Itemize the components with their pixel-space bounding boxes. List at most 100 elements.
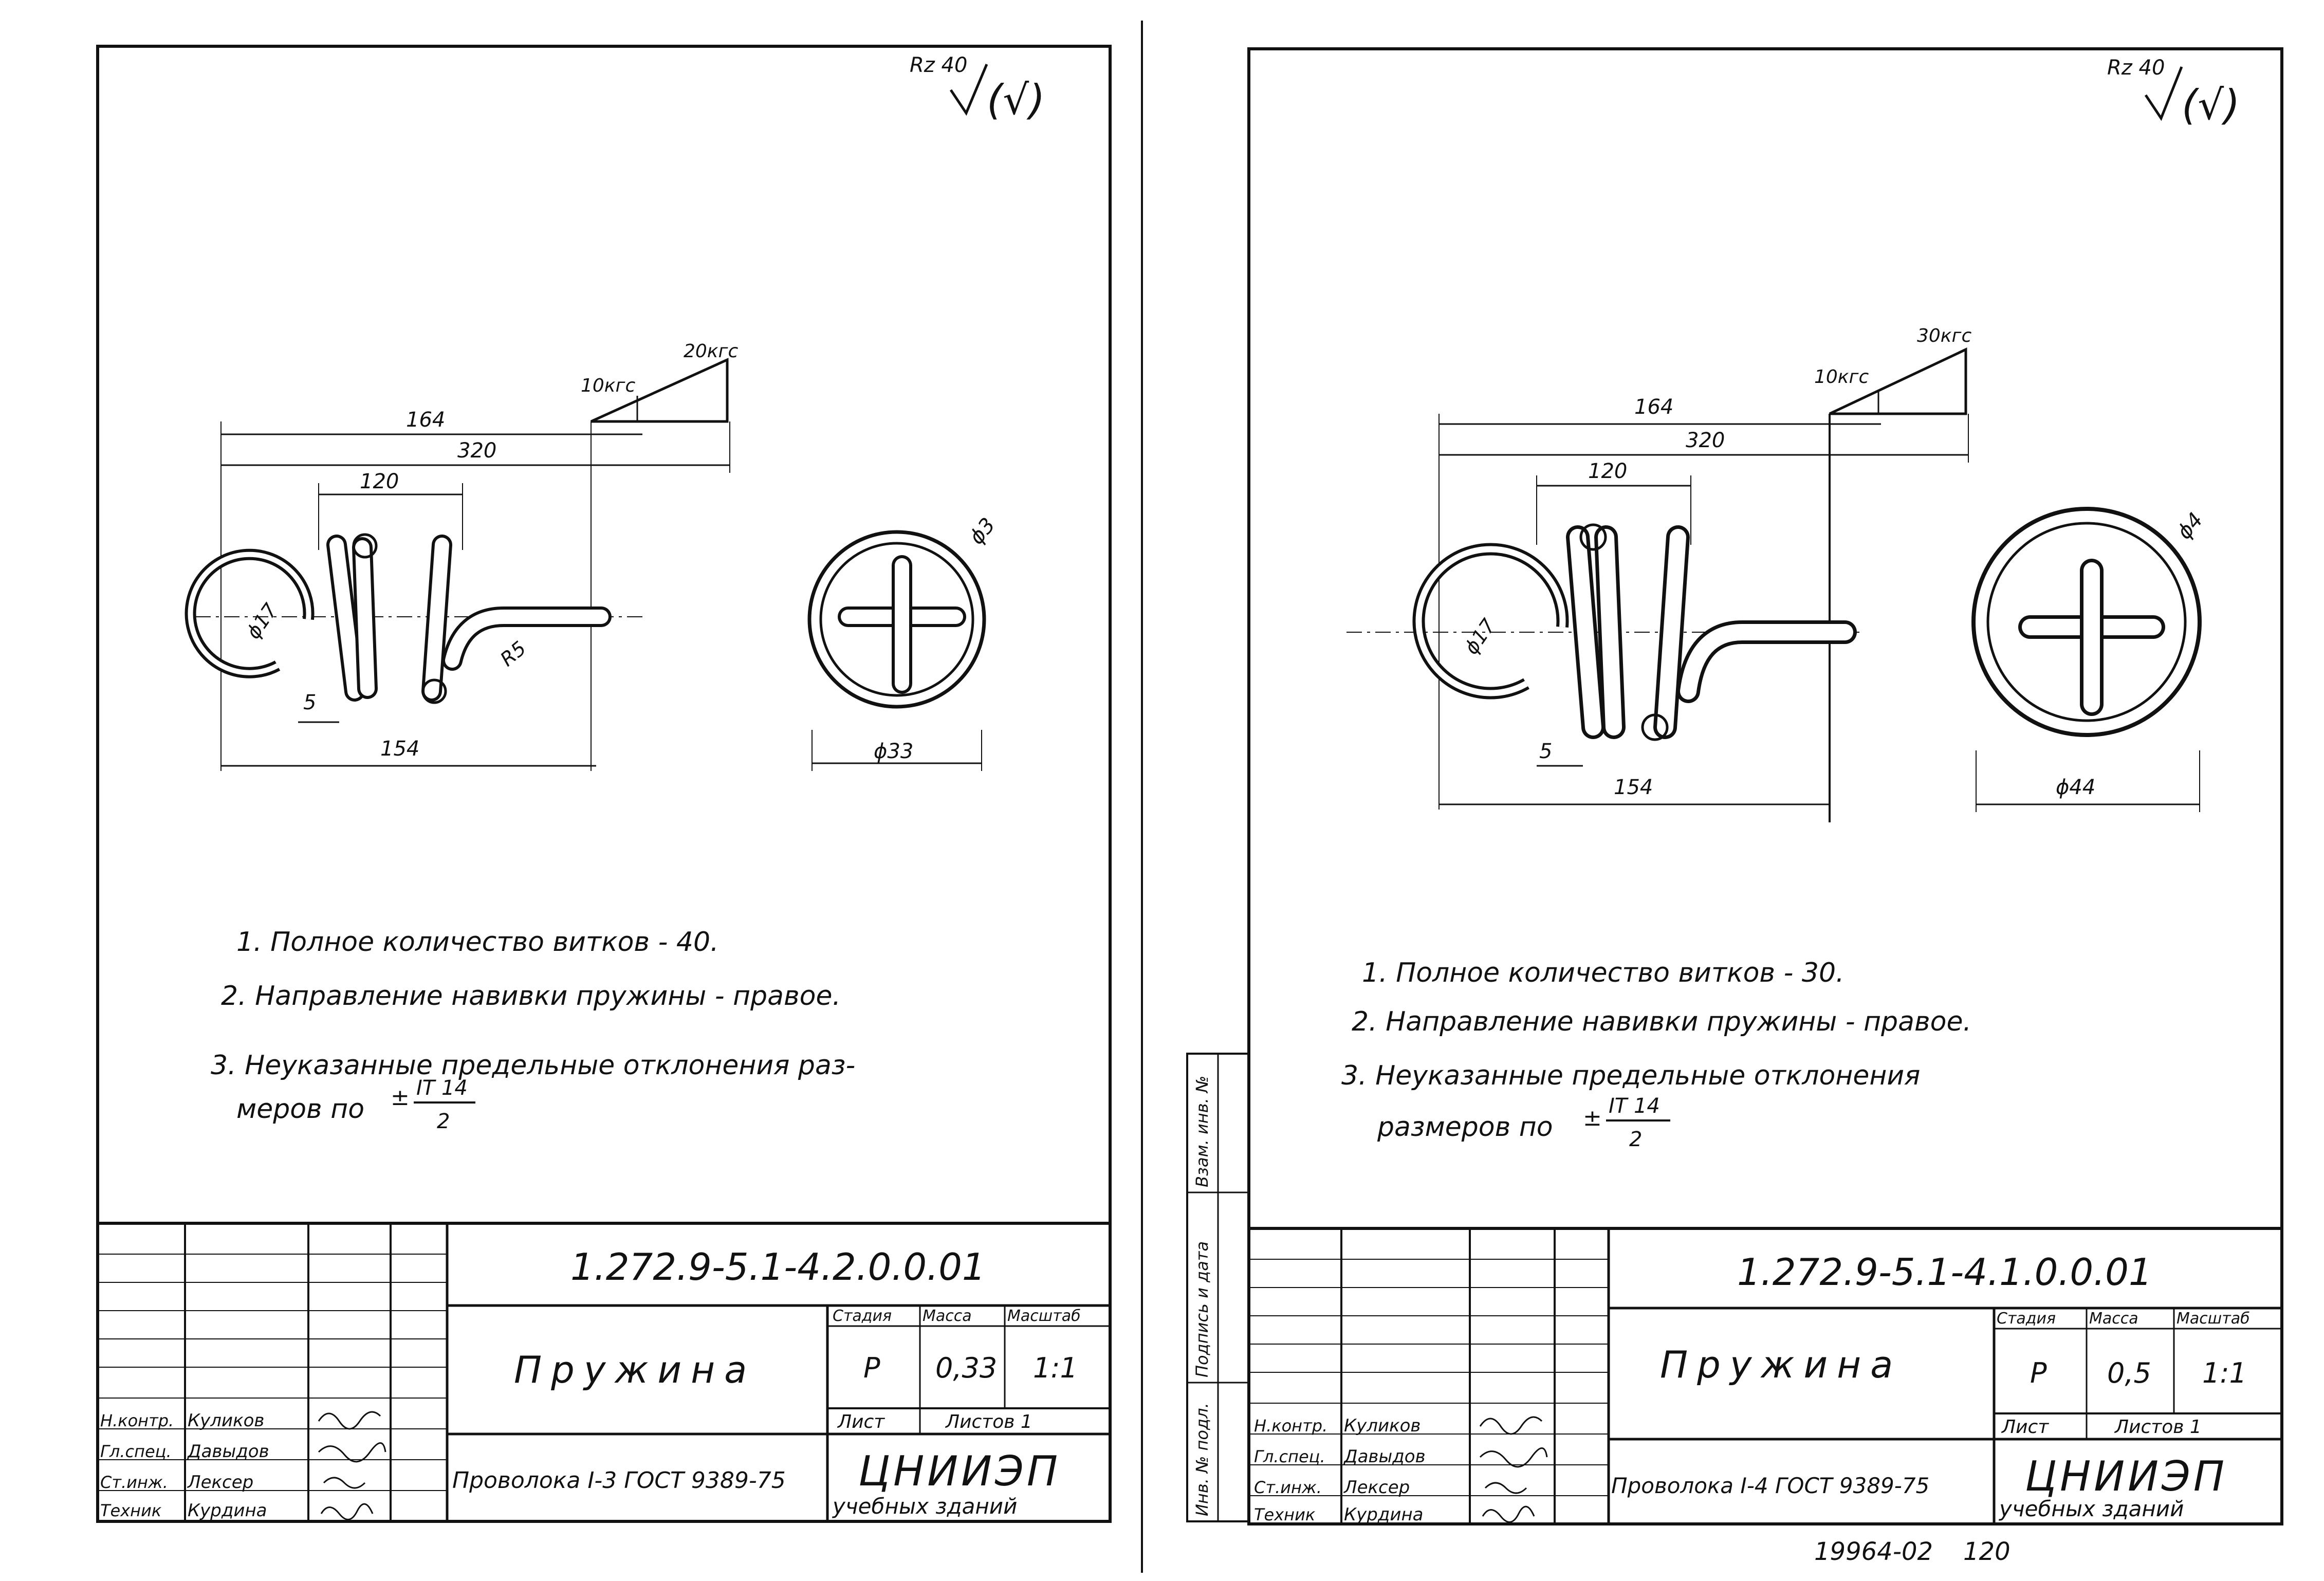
tol-num-right: IT 14: [1609, 1094, 1660, 1118]
svg-text:(√): (√): [2182, 81, 2240, 129]
stamp-signature-date: Подпись и дата: [1192, 1241, 1212, 1377]
mass-value-right: 0,5: [2107, 1357, 2151, 1389]
org-sub-right: учебных зданий: [1998, 1496, 2184, 1521]
dim-164-right: 164: [1634, 395, 1673, 419]
col-stage-right: Стадия: [1997, 1310, 2056, 1328]
staff-name-4: Курдина: [188, 1500, 267, 1521]
col-scale: Масштаб: [1007, 1307, 1081, 1325]
tol-plusminus: ±: [391, 1084, 410, 1111]
side-stamps: Инв. № подл. Подпись и дата Взам. инв. №: [1186, 1053, 1250, 1522]
spring-end-view: ϕ33 ϕ3: [807, 513, 1000, 771]
staff-role-2: Гл.спец.: [100, 1442, 172, 1461]
part-name-right: Пружина: [1660, 1343, 1902, 1386]
col-stage: Стадия: [833, 1307, 892, 1325]
dim-outer-diameter: ϕ33: [874, 740, 913, 763]
signature-1-right: [1479, 1416, 1543, 1435]
spring-side-view: ϕ17 R5: [185, 533, 612, 704]
dim-inner-diameter: ϕ17: [242, 599, 282, 643]
staff-name-2: Давыдов: [187, 1441, 269, 1462]
staff-role-1-right: Н.контр.: [1254, 1416, 1327, 1436]
dim-wire-diameter-right: ϕ4: [2172, 508, 2208, 544]
roughness-mark-right: Rz 40 (√): [2107, 56, 2240, 129]
signature-2-right: [1479, 1447, 1548, 1468]
signature-4: [320, 1503, 374, 1520]
force-diagram: 10кгс 20кгс: [581, 341, 738, 423]
signature-1: [318, 1411, 381, 1430]
force-max-label-right: 30кгс: [1917, 325, 1971, 346]
staff-name-2-right: Давыдов: [1343, 1446, 1426, 1467]
dim-5: 5: [303, 691, 316, 714]
signature-3-right: [1484, 1482, 1527, 1494]
designation-right: 1.272.9-5.1-4.1.0.0.01: [1737, 1251, 2152, 1294]
force-diagram-right: 10кгс 30кгс: [1814, 325, 1971, 415]
org-name: ЦНИИЭП: [858, 1447, 1061, 1495]
dim-inner-diameter-right: ϕ17: [1460, 615, 1500, 658]
staff-name-1-right: Куликов: [1344, 1415, 1421, 1436]
signature-2: [318, 1442, 386, 1463]
roughness-label-right: Rz 40: [2107, 56, 2165, 80]
dim-5-right: 5: [1539, 740, 1552, 763]
sheet-left-frame: [96, 45, 1112, 1523]
tol-den-right: 2: [1629, 1128, 1642, 1151]
note-3-right: 3. Неуказанные предельные отклонения: [1341, 1060, 1920, 1091]
col-scale-right: Масштаб: [2177, 1310, 2250, 1328]
note-3-cont-right: размеров по: [1377, 1112, 1553, 1143]
dim-120: 120: [360, 470, 399, 493]
sheet-right: Инв. № подл. Подпись и дата Взам. инв. №…: [1186, 47, 2283, 1566]
sheet-right-frame: [1247, 47, 2283, 1525]
force-min-label: 10кгс: [581, 375, 635, 396]
staff-role-3: Ст.инж.: [100, 1473, 168, 1492]
staff-role-4-right: Техник: [1254, 1505, 1316, 1524]
tol-plusminus-right: ±: [1583, 1105, 1602, 1131]
footer-number: 19964-02: [1814, 1537, 1933, 1566]
signature-3: [323, 1477, 366, 1489]
col-mass-right: Масса: [2089, 1310, 2138, 1328]
dim-154-right: 154: [1614, 776, 1653, 799]
tol-num: IT 14: [416, 1076, 468, 1100]
dim-320: 320: [457, 439, 496, 463]
mass-value: 0,33: [935, 1352, 997, 1384]
notes-right: 1. Полное количество витков - 30. 2. Нап…: [1341, 958, 1971, 1151]
dimension-lines-right: 164 320 120 5 154: [1347, 395, 1969, 822]
roughness-label: Rz 40: [910, 53, 967, 77]
note-3: 3. Неуказанные предельные отклонения раз…: [211, 1050, 855, 1081]
signature-4-right: [1482, 1505, 1535, 1523]
spring-end-view-right: ϕ44 ϕ4: [1971, 507, 2208, 812]
staff-name-3-right: Лексер: [1343, 1477, 1410, 1498]
staff-name-1: Куликов: [188, 1410, 264, 1431]
title-block-right: 1.272.9-5.1-4.1.0.0.01 Пружина Стадия Ма…: [1249, 1227, 2282, 1525]
scale-value-right: 1:1: [2202, 1357, 2247, 1389]
sheet-label: Лист: [837, 1411, 885, 1432]
dim-164: 164: [406, 408, 445, 432]
staff-name-3: Лексер: [187, 1472, 253, 1493]
org-sub: учебных зданий: [832, 1494, 1017, 1519]
scale-value: 1:1: [1033, 1352, 1078, 1384]
svg-text:(√): (√): [987, 76, 1045, 124]
sheet-label-right: Лист: [2001, 1417, 2049, 1438]
stamp-inv-no: Инв. № подл.: [1192, 1403, 1212, 1516]
footer-page: 120: [1963, 1537, 2011, 1566]
title-block: 1.272.9-5.1-4.2.0.0.01 Пружина Стадия Ма…: [98, 1222, 1110, 1521]
note-3-cont: меров по: [236, 1094, 364, 1125]
staff-role-2-right: Гл.спец.: [1254, 1447, 1325, 1466]
dimension-lines: 164 320 120 5 154: [195, 408, 730, 771]
tol-den: 2: [437, 1110, 450, 1133]
dim-wire-diameter: ϕ3: [965, 513, 1000, 549]
staff-name-4-right: Курдина: [1344, 1504, 1424, 1525]
material-right: Проволока I-4 ГОСТ 9389-75: [1611, 1473, 1929, 1498]
note-2: 2. Направление навивки пружины - правое.: [221, 981, 841, 1012]
designation: 1.272.9-5.1-4.2.0.0.01: [570, 1245, 986, 1289]
force-max-label: 20кгс: [684, 341, 738, 362]
dim-120-right: 120: [1588, 459, 1627, 483]
note-1: 1. Полное количество витков - 40.: [236, 927, 719, 958]
dim-radius: R5: [496, 637, 530, 671]
dim-320-right: 320: [1686, 429, 1725, 452]
spring-side-view-right: ϕ17: [1412, 523, 1857, 741]
sheets-label-right: Листов 1: [2114, 1417, 2202, 1438]
note-1-right: 1. Полное количество витков - 30.: [1362, 958, 1845, 988]
stage-value-right: Р: [2030, 1357, 2047, 1389]
sheet-left: Rz 40 (√) 10кгс 20кгс 164 320 120: [96, 45, 1112, 1523]
dim-154: 154: [380, 737, 419, 761]
stage-value: Р: [863, 1352, 880, 1384]
